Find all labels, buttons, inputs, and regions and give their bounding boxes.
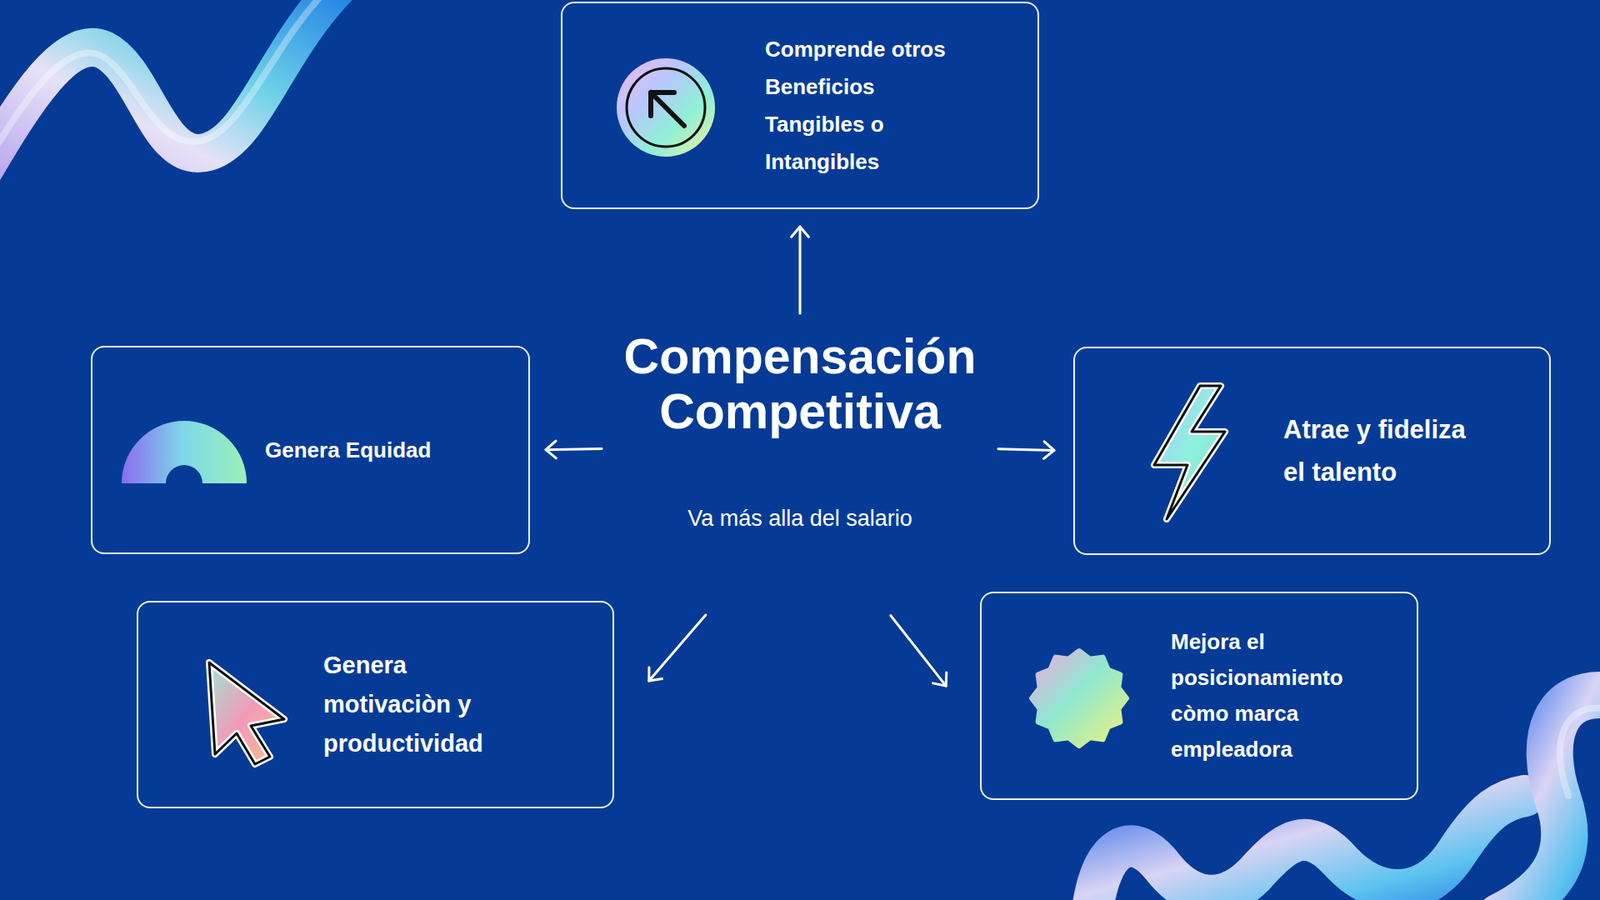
badge-icon xyxy=(981,593,1417,799)
connector-line xyxy=(545,449,602,450)
connector-arrow xyxy=(791,226,810,314)
arrow-head xyxy=(1044,441,1055,460)
connector-arrow xyxy=(998,441,1055,460)
text-stack: Comprende otros Beneficios Tangibles o I… xyxy=(765,30,974,181)
box-text: Genera motivaciòn y productividad xyxy=(323,645,495,764)
benefit-box: Comprende otros Beneficios Tangibles o I… xyxy=(560,1,1040,210)
benefit-box: Atrae y fideliza el talento xyxy=(1073,346,1551,555)
arrow-head xyxy=(649,667,663,681)
topic-title: Compensación Competitiva xyxy=(612,329,988,440)
text-stack: Atrae y fideliza el talento xyxy=(1283,408,1488,494)
connector-arrow xyxy=(545,440,602,459)
bolt-icon xyxy=(1075,348,1550,554)
connector-arrow xyxy=(890,615,947,686)
benefit-box: Genera motivaciòn y productividad xyxy=(136,600,615,809)
connector-line xyxy=(998,449,1055,451)
arrow-head xyxy=(791,226,810,237)
central-topic: Compensación Competitiva Va más alla del … xyxy=(612,329,988,532)
ring-icon xyxy=(562,3,1038,208)
text-wrap: Atrae y fideliza el talento xyxy=(1283,348,1488,554)
arrow-head xyxy=(545,440,556,459)
box-text: Mejora el posicionamiento còmo marca emp… xyxy=(1170,624,1356,768)
text-stack: Mejora el posicionamiento còmo marca emp… xyxy=(1170,624,1356,768)
connector-arrow xyxy=(649,615,706,681)
text-wrap: Genera Equidad xyxy=(265,347,507,553)
text-wrap: Mejora el posicionamiento còmo marca emp… xyxy=(1170,593,1356,799)
connector-line xyxy=(799,226,802,314)
arrow-head xyxy=(933,672,947,686)
box-text: Atrae y fideliza el talento xyxy=(1283,408,1488,494)
box-text: Comprende otros Beneficios Tangibles o I… xyxy=(765,30,974,181)
text-stack: Genera motivaciòn y productividad xyxy=(323,645,495,764)
benefit-box: Mejora el posicionamiento còmo marca emp… xyxy=(980,591,1419,800)
text-wrap: Comprende otros Beneficios Tangibles o I… xyxy=(765,3,974,208)
connector-line xyxy=(890,615,946,686)
benefit-box: Genera Equidad xyxy=(90,345,530,555)
text-wrap: Genera motivaciòn y productividad xyxy=(323,602,495,807)
box-text: Genera Equidad xyxy=(265,433,431,467)
text-stack: Genera Equidad xyxy=(265,433,431,467)
topic-caption: Va más alla del salario xyxy=(612,505,988,532)
connector-line xyxy=(649,615,706,681)
